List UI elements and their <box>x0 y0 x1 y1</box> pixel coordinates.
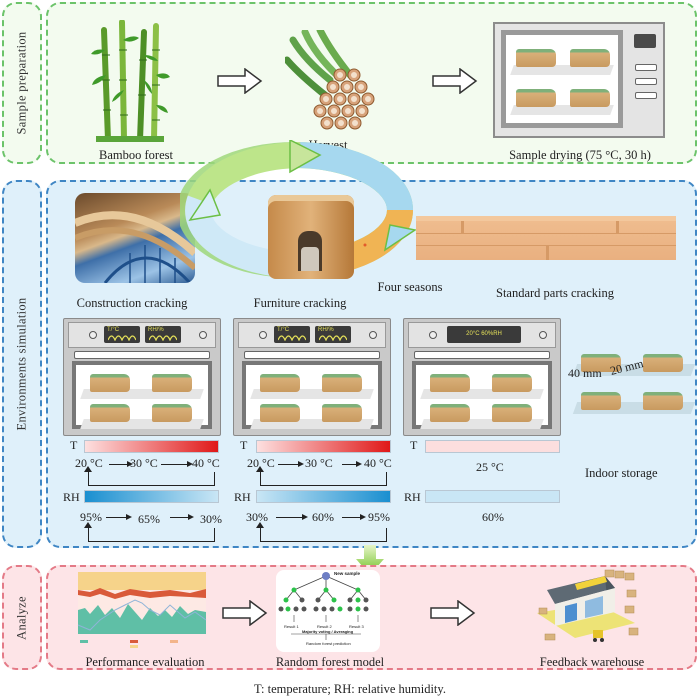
climate-chamber-3: 20°C 60%RH <box>403 318 561 436</box>
env-label-standard-parts: Standard parts cracking <box>495 286 615 300</box>
climate-chamber-2: T/°C RH/% <box>233 318 391 436</box>
chamber-1-t-step-2: 30 °C <box>130 456 158 470</box>
chamber-1-t-bar <box>84 440 219 453</box>
prep-label-bamboo-forest: Bamboo forest <box>99 148 173 162</box>
step-arrow-icon <box>278 460 304 468</box>
analyze-label-warehouse: Feedback warehouse <box>539 655 645 669</box>
step-arrow-icon <box>276 513 308 521</box>
chamber-1-rh-bar <box>84 490 219 503</box>
footnote: T: temperature; RH: relative humidity. <box>254 682 446 696</box>
chamber-3-rh-value: 60% <box>482 510 504 524</box>
rf-prediction: Random forest prediction <box>306 641 351 646</box>
chamber-2-t-label: T <box>240 438 248 452</box>
flow-arrow-icon <box>430 600 476 626</box>
step-arrow-icon <box>106 513 132 521</box>
step-arrow-icon <box>170 513 194 521</box>
section-label-prep: Sample preparation <box>14 31 29 135</box>
warehouse-icon <box>537 569 639 642</box>
chamber-2-t-bar <box>256 440 391 453</box>
chamber-2-t-step-1: 20 °C <box>247 456 275 470</box>
analyze-label-random-forest: Random forest model <box>275 655 385 669</box>
analyze-label-performance: Performance evaluation <box>85 655 205 669</box>
standard-part-image <box>416 216 676 260</box>
chamber-1-t-label: T <box>70 438 78 452</box>
chamber-1-t-step-1: 20 °C <box>75 456 103 470</box>
cycle-loop-icon <box>256 466 387 486</box>
chamber-2-t-step-2: 30 °C <box>305 456 333 470</box>
chamber-3-t-value: 25 °C <box>476 460 504 474</box>
section-label-box-analyze: Analyze <box>2 565 42 670</box>
step-arrow-icon <box>161 460 193 468</box>
chamber-1-rh-label: RH <box>63 490 80 504</box>
env-label-furniture: Furniture cracking <box>253 296 347 310</box>
chamber-1-rh-step-1: 95% <box>80 510 102 524</box>
random-forest-diagram: New sample Result 1 Result 2 Result 3 Ma… <box>276 570 380 652</box>
sample-dim-length: 40 mm <box>568 366 602 380</box>
chamber-2-display-t: T/°C <box>274 326 310 343</box>
chamber-2-rh-step-3: 95% <box>368 510 390 524</box>
rf-result-2: Result 2 <box>317 624 332 629</box>
step-arrow-icon <box>342 460 362 468</box>
rf-result-1: Result 1 <box>284 624 299 629</box>
cycle-loop-icon <box>84 466 215 486</box>
flow-arrow-icon <box>222 600 268 626</box>
flow-arrow-icon <box>432 68 478 94</box>
furniture-image <box>268 195 354 279</box>
cycle-loop-icon <box>84 522 215 542</box>
chamber-3-t-label: T <box>410 438 418 452</box>
rf-voting: Majority voting / Averaging <box>302 629 354 634</box>
chamber-2-t-step-3: 40 °C <box>364 456 392 470</box>
indoor-storage-label: Indoor storage <box>585 466 658 480</box>
chamber-2-rh-bar <box>256 490 391 503</box>
indoor-storage-samples <box>572 350 696 420</box>
chamber-2-display-rh: RH/% <box>315 326 351 343</box>
step-arrow-icon <box>109 460 133 468</box>
chamber-1-rh-step-2: 65% <box>138 512 160 526</box>
prep-label-sample-drying: Sample drying (75 °C, 30 h) <box>509 148 651 162</box>
section-label-analyze: Analyze <box>14 595 29 640</box>
step-arrow-icon <box>342 513 366 521</box>
section-label-box-env: Environments simulation <box>2 180 42 548</box>
cycle-loop-icon <box>256 522 387 542</box>
chamber-2-rh-step-2: 60% <box>312 510 334 524</box>
climate-chamber-1: T/°C RH/% <box>63 318 221 436</box>
chamber-3-rh-bar <box>425 490 560 503</box>
chamber-3-t-bar <box>425 440 560 453</box>
four-seasons-label: Four seasons <box>377 280 443 294</box>
section-label-env: Environments simulation <box>14 297 29 431</box>
chamber-2-rh-label: RH <box>234 490 251 504</box>
chamber-2-rh-step-1: 30% <box>246 510 268 524</box>
chamber-1-display-t: T/°C <box>104 326 140 343</box>
drying-oven-icon <box>493 22 665 138</box>
section-label-box-prep: Sample preparation <box>2 2 42 164</box>
chamber-1-display-rh: RH/% <box>145 326 181 343</box>
flow-arrow-icon <box>217 68 263 94</box>
construction-photo <box>75 193 195 283</box>
env-label-construction: Construction cracking <box>76 296 188 310</box>
chamber-3-display: 20°C 60%RH <box>447 326 521 343</box>
down-arrow-icon <box>356 545 384 575</box>
performance-chart-thumbnail <box>77 572 207 648</box>
rf-new-sample: New sample <box>334 571 361 576</box>
bamboo-bundle-icon <box>285 30 375 130</box>
chamber-1-rh-step-3: 30% <box>200 512 222 526</box>
chamber-1-t-step-3: 40 °C <box>192 456 220 470</box>
bamboo-icon <box>91 20 170 142</box>
rf-result-3: Result 3 <box>349 624 364 629</box>
chamber-3-rh-label: RH <box>404 490 421 504</box>
